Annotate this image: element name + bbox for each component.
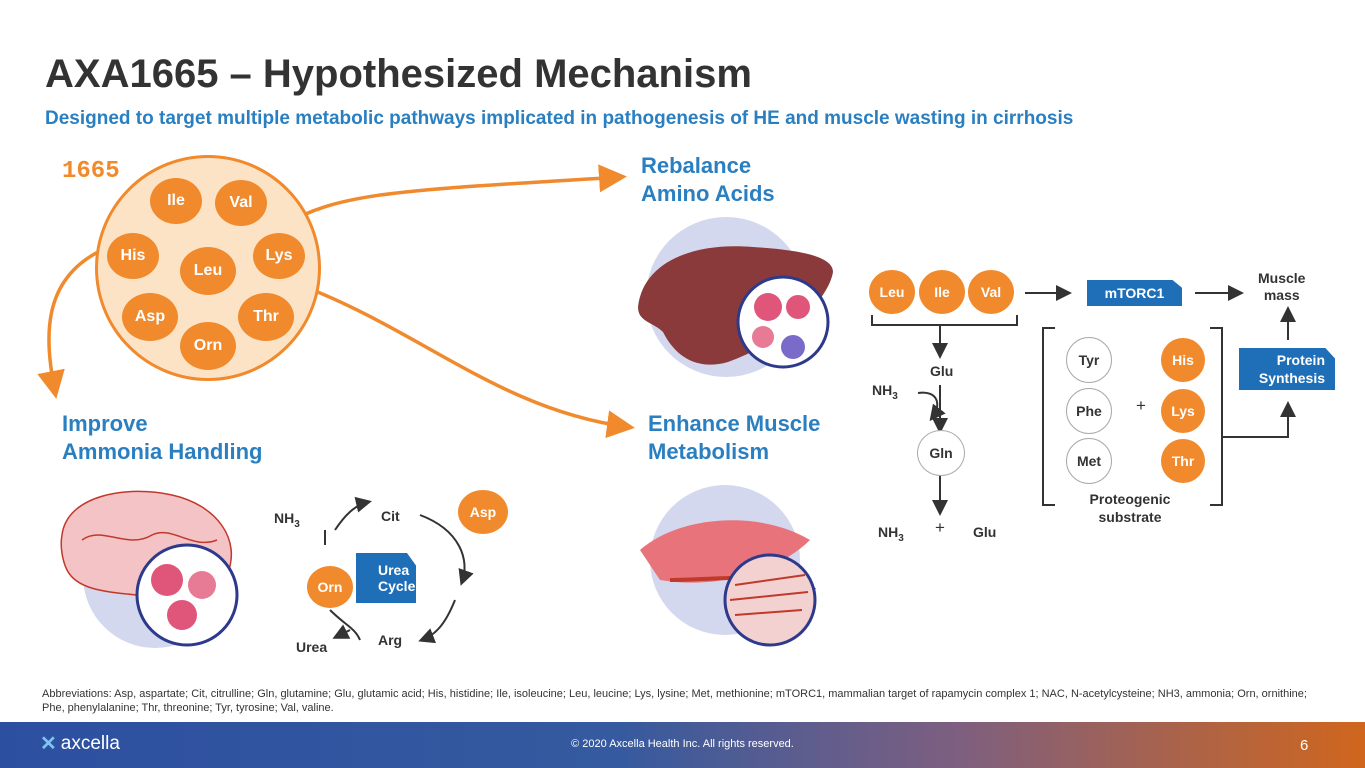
muscle-mass-line2: mass	[1263, 287, 1300, 303]
page-title: AXA1665 – Hypothesized Mechanism	[45, 52, 752, 96]
liver-illustration	[638, 217, 833, 377]
amino-acid-val: Val	[215, 180, 267, 226]
pathway-plus: +	[935, 518, 945, 537]
pathway-nh3-text: NH	[872, 382, 893, 398]
pathway-bottom-glu: Glu	[973, 524, 997, 540]
amino-acid-thr: Thr	[238, 293, 294, 341]
urea-cycle-box-line2: Cycle	[378, 578, 416, 594]
amino-acid-orn: Orn	[180, 322, 236, 370]
urea-cycle-nh3-sub: 3	[294, 518, 300, 530]
pathway-tyr: Tyr	[1066, 337, 1112, 383]
pathway-ile: Ile	[919, 270, 965, 314]
pathway-bottom-nh3: NH3	[878, 524, 904, 544]
rebalance-heading-line2: Amino Acids	[641, 181, 775, 206]
protein-synthesis-line2: Synthesis	[1258, 370, 1325, 386]
rebalance-heading-line1: Rebalance	[641, 153, 752, 178]
protein-synthesis-box: Protein Synthesis	[1239, 348, 1335, 390]
pathway-phe: Phe	[1066, 388, 1112, 434]
protein-synthesis-line1: Protein	[1276, 352, 1325, 368]
pathway-his: His	[1161, 338, 1205, 382]
pathway-gln: Gln	[917, 430, 965, 476]
brain-illustration	[60, 490, 239, 648]
pathway-nh3: NH3	[872, 382, 898, 402]
urea-cycle-nh3: NH3	[274, 510, 300, 530]
page-number: 6	[1300, 737, 1309, 754]
axcella-logo: ✕ axcella	[40, 731, 120, 756]
pathway-bottom-nh3-sub: 3	[898, 532, 904, 544]
footer-bar	[0, 722, 1365, 768]
urea-cycle-cit: Cit	[381, 508, 400, 524]
urea-cycle-box-line1: Urea	[378, 562, 410, 578]
pathway-thr: Thr	[1161, 439, 1205, 483]
pathway-glu: Glu	[930, 363, 954, 379]
urea-cycle-box: Urea Cycle	[356, 553, 416, 603]
urea-cycle-orn: Orn	[307, 566, 353, 608]
muscle-mass-line1: Muscle	[1258, 270, 1306, 286]
axcella-logo-icon: ✕	[40, 733, 57, 755]
pathway-val: Val	[968, 270, 1014, 314]
urea-cycle-arg: Arg	[378, 632, 403, 648]
muscle-mass-label: Muscle mass	[1258, 270, 1305, 304]
amino-acid-lys: Lys	[253, 233, 305, 279]
muscle-illustration	[640, 485, 817, 647]
muscle-heading-line2: Metabolism	[648, 439, 770, 464]
abbreviations-note: Abbreviations: Asp, aspartate; Cit, citr…	[42, 688, 1307, 714]
ammonia-heading-line1: Improve	[62, 411, 148, 436]
urea-cycle-asp: Asp	[458, 490, 508, 534]
muscle-heading-line1: Enhance Muscle	[648, 411, 821, 436]
amino-acid-asp: Asp	[122, 293, 178, 341]
pathway-met: Met	[1066, 438, 1112, 484]
pathway-plus-2: +	[1136, 396, 1146, 415]
proteogenic-label: Proteogenic substrate	[1080, 490, 1180, 526]
pathway-nh3-sub: 3	[892, 390, 898, 402]
rebalance-heading: Rebalance Amino Acids	[641, 152, 775, 208]
urea-cycle-nh3-text: NH	[274, 510, 295, 526]
pathway-bottom-nh3-text: NH	[878, 524, 899, 540]
ammonia-heading: Improve Ammonia Handling	[62, 410, 262, 466]
muscle-heading: Enhance Muscle Metabolism	[648, 410, 820, 466]
connector-arrows	[37, 164, 1296, 644]
pathway-lys: Lys	[1161, 389, 1205, 433]
pathway-leu: Leu	[869, 270, 915, 314]
page-subtitle: Designed to target multiple metabolic pa…	[45, 108, 1074, 129]
proteogenic-line2: substrate	[1098, 509, 1162, 525]
mtorc1-box: mTORC1	[1087, 280, 1182, 306]
amino-acid-ile: Ile	[150, 178, 202, 224]
proteogenic-line1: Proteogenic	[1089, 491, 1171, 507]
axcella-logo-text: axcella	[60, 732, 120, 754]
copyright-text: © 2020 Axcella Health Inc. All rights re…	[571, 738, 794, 750]
amino-acid-his: His	[107, 233, 159, 279]
urea-cycle-urea: Urea	[296, 639, 328, 655]
amino-acid-leu: Leu	[180, 247, 236, 295]
compound-label: 1665	[62, 158, 120, 185]
ammonia-heading-line2: Ammonia Handling	[62, 439, 263, 464]
